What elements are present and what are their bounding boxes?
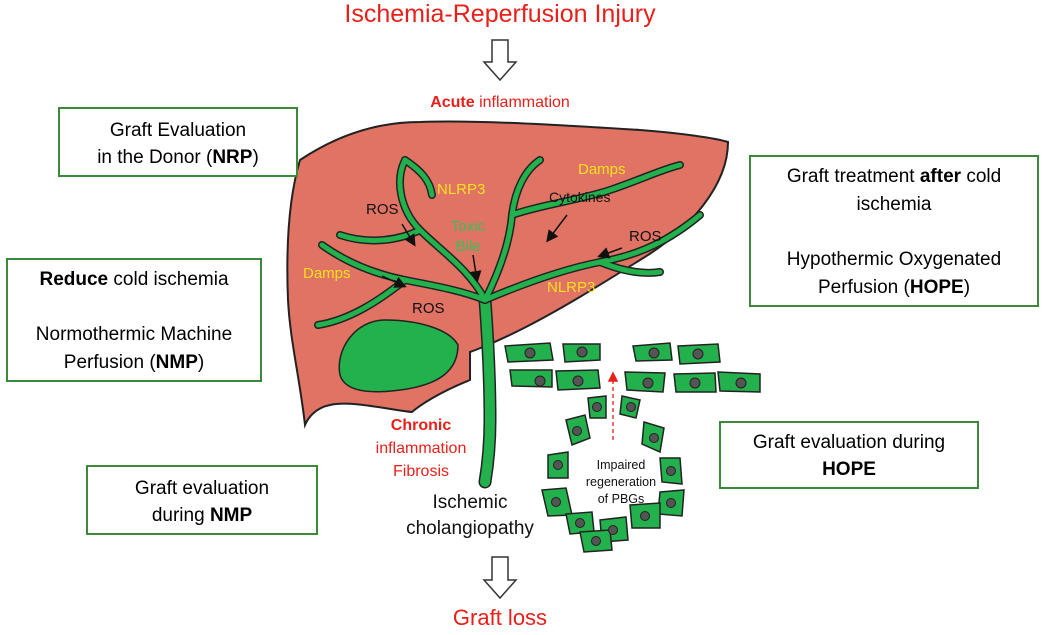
chronic-label: Chronic inflammation Fibrosis — [352, 414, 490, 483]
box-hope-eval-line1: Graft evaluation during — [752, 432, 946, 453]
label-nlrp3-1: NLRP3 — [437, 181, 486, 198]
gallbladder — [338, 319, 459, 393]
bottom-title: Graft loss — [452, 605, 548, 630]
chronic-line3: Fibrosis — [392, 463, 449, 480]
label-damps-1: Damps — [578, 161, 626, 178]
box-hope-treat-line4: Perfusion (HOPE) — [817, 277, 971, 298]
epithelial-nuclei — [524, 346, 747, 389]
box-nrp-line2: in the Donor (NRP) — [97, 147, 259, 168]
box-nmp-eval-line2: during NMP — [151, 505, 253, 526]
pbg-ring-cells — [541, 395, 685, 553]
box-nmp-eval-line1: Graft evaluation — [134, 478, 270, 499]
label-nlrp3-2: NLRP3 — [547, 279, 596, 296]
acute-rest: inflammation — [474, 94, 570, 111]
box-nmp-reduce-line2: Normothermic Machine — [35, 324, 233, 345]
box-nmp-eval: Graft evaluation during NMP — [86, 465, 318, 535]
box-nmp-reduce-line3: Perfusion (NMP) — [63, 352, 205, 373]
chronic-line2: inflammation — [375, 440, 467, 457]
box-hope-treat-line2: ischemia — [856, 194, 932, 215]
box-nmp-reduce-line1: Reduce cold ischemia — [39, 269, 229, 290]
box-nrp-line1: Graft Evaluation — [109, 120, 247, 141]
box-hope-eval-line2: HOPE — [822, 459, 876, 480]
label-ros-1: ROS — [366, 201, 399, 218]
acute-bold: Acute — [430, 94, 475, 111]
label-damps-2: Damps — [303, 265, 351, 282]
top-flow-arrow — [482, 39, 518, 82]
box-nrp: Graft Evaluation in the Donor (NRP) — [58, 107, 298, 177]
bottom-flow-arrow — [482, 556, 518, 600]
box-hope-treat-line1: Graft treatment after cold — [786, 166, 1002, 187]
box-hope-eval: Graft evaluation during HOPE — [719, 421, 979, 489]
label-ros-3: ROS — [412, 300, 445, 317]
chronic-bold: Chronic — [390, 417, 452, 434]
box-hope-treat: Graft treatment after cold ischemia Hypo… — [749, 155, 1039, 307]
box-nmp-reduce: Reduce cold ischemia Normothermic Machin… — [6, 258, 262, 382]
pbg-ring-nuclei — [551, 402, 676, 546]
liver-arrows — [381, 214, 623, 288]
box-hope-treat-line3: Hypothermic Oxygenated — [786, 249, 1002, 270]
top-title: Ischemia-Reperfusion Injury — [344, 0, 656, 28]
label-cytokines: Cytokines — [549, 189, 611, 205]
acute-inflammation-label: Acute inflammation — [380, 94, 620, 112]
label-ros-2: ROS — [629, 228, 662, 245]
